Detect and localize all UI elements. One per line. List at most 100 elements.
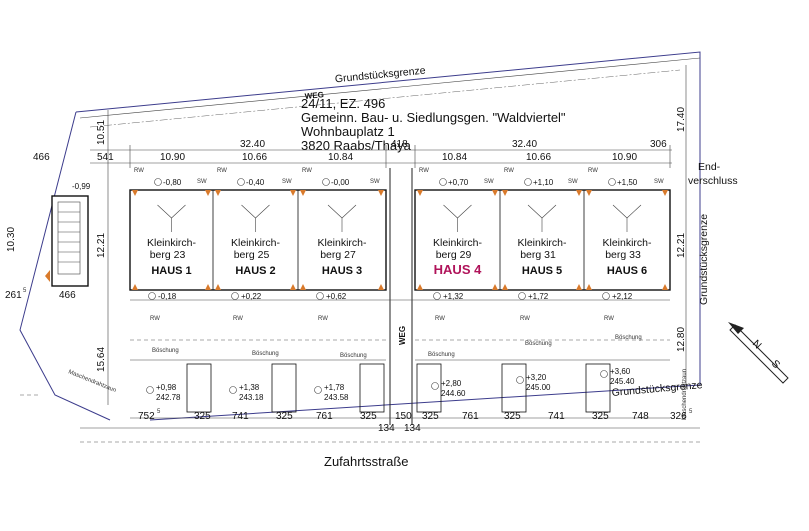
house-street-line1: Kleinkirch-	[602, 237, 652, 249]
utility-tag-sw: SW	[197, 179, 207, 185]
dim-left-outer: 466	[33, 152, 50, 163]
level-mark-icon	[229, 386, 237, 394]
level-garden: +2,80	[441, 379, 462, 388]
property-boundary	[19, 51, 701, 421]
dim-top-left-total: 32.40	[240, 139, 265, 150]
level-bottom: -0,18	[158, 292, 177, 301]
house-name: HAUS 4	[434, 262, 482, 277]
utility-tag-sw: SW	[484, 179, 494, 185]
level-garden-abs: 245.40	[610, 377, 635, 386]
level-top: +1,10	[533, 178, 554, 187]
level-bottom: +1,32	[443, 292, 464, 301]
dim-right-garden-depth: 12.80	[676, 327, 687, 352]
house-layer: Kleinkirch-berg 23 HAUS 1 -0,80 -0,18 +0,98 2…	[132, 168, 668, 413]
house-name: HAUS 3	[322, 265, 362, 277]
corner-marker	[215, 284, 221, 290]
level-bottom: +0,22	[241, 292, 262, 301]
house-street-line1: Kleinkirch-	[147, 237, 197, 249]
dim-width-3: 10.84	[328, 152, 353, 163]
corner-marker	[417, 190, 423, 196]
boundary-label-right: Grundstücksgrenze	[698, 214, 710, 305]
roof-line	[541, 204, 557, 219]
level-garden: +1,78	[324, 383, 345, 392]
dim-bottom-6: 325	[360, 411, 377, 422]
corner-marker	[290, 284, 296, 290]
access-road-label: Zufahrtsstraße	[324, 454, 409, 469]
house-name: HAUS 1	[151, 265, 191, 277]
utility-tag-sw: SW	[654, 179, 664, 185]
dim-left-outer-bottom: 466	[59, 290, 76, 301]
dim-bottom-2: 325	[194, 411, 211, 422]
corner-marker	[662, 190, 668, 196]
utility-tag-sw: SW	[282, 179, 292, 185]
dim-width-1: 10.90	[160, 152, 185, 163]
house-street-line2: berg 31	[520, 249, 556, 261]
level-garden-abs: 243.18	[239, 393, 264, 402]
utility-tag-rw: RW	[435, 316, 445, 322]
access-road: Zufahrtsstraße	[20, 394, 700, 469]
roof-line	[457, 204, 472, 219]
garden-zone: Böschung Böschung Böschung Böschung Bösc…	[130, 299, 670, 361]
level-bottom: +1,72	[528, 292, 549, 301]
plot-info-line4: 3820 Raabs/Thaya	[301, 138, 412, 153]
slope-label-2: Böschung	[252, 351, 279, 357]
utility-tag-rw: RW	[520, 316, 530, 322]
north-arrow-icon: N S	[728, 322, 789, 384]
corner-marker	[300, 284, 306, 290]
level-mark-icon	[237, 178, 245, 186]
house-street-line2: berg 23	[150, 249, 186, 261]
level-top: +1,50	[617, 178, 638, 187]
slope-label-6: Böschung	[615, 335, 642, 341]
corner-marker	[205, 284, 211, 290]
level-mark-icon	[316, 292, 324, 300]
dim-bottom-last-sup: 5	[689, 409, 693, 415]
dim-bottom-11: 741	[548, 411, 565, 422]
level-mark-icon	[439, 178, 447, 186]
slope-label-1: Böschung	[152, 348, 179, 354]
plot-info: 24/11, EZ. 496 Gemeinn. Bau- u. Siedlung…	[301, 96, 566, 153]
level-garden: +1,38	[239, 383, 260, 392]
level-top: -0,00	[331, 178, 350, 187]
level-mark-icon	[516, 376, 524, 384]
house-name: HAUS 5	[522, 265, 562, 277]
dim-bottom-5: 761	[316, 411, 333, 422]
roof-line	[241, 204, 256, 219]
utility-tag-rw: RW	[134, 168, 144, 174]
dim-bottom-center-left: 134	[378, 423, 395, 434]
utility-tag-rw: RW	[604, 316, 614, 322]
level-mark-icon	[431, 382, 439, 390]
carport	[585, 363, 611, 413]
carport	[186, 363, 212, 413]
fence-label-right: Maschendrahtzaun	[682, 369, 688, 420]
level-top: -0,40	[246, 178, 265, 187]
corner-marker	[492, 284, 498, 290]
path-label-middle: WEG	[398, 326, 407, 345]
corner-marker	[378, 190, 384, 196]
slope-label-4: Böschung	[428, 352, 455, 358]
slope-label-3: Böschung	[340, 353, 367, 359]
dim-bottom-center-right: 134	[404, 423, 421, 434]
corner-marker	[215, 190, 221, 196]
dim-gap-center: 418	[391, 139, 408, 150]
roof-line	[443, 204, 458, 219]
house-name: HAUS 2	[235, 265, 275, 277]
utility-tag-rw: RW	[302, 168, 312, 174]
dim-right-offset: 306	[650, 139, 667, 150]
corner-marker	[492, 190, 498, 196]
level-mark-icon	[146, 386, 154, 394]
level-garden-abs: 244.60	[441, 389, 466, 398]
corner-marker	[576, 190, 582, 196]
level-garden: +0,98	[156, 383, 177, 392]
house-street-line2: berg 27	[320, 249, 356, 261]
path-label-top: WEG	[304, 90, 324, 101]
level-top: -0,80	[163, 178, 182, 187]
houses-right-block	[414, 189, 671, 291]
end-closure-label-2: verschluss	[688, 175, 738, 187]
dim-left-corner: 261	[5, 290, 22, 301]
left-dimensions: 10.51 12.21 15.64 466 466 10.30 261 5 -0…	[5, 110, 109, 405]
utility-tag-sw: SW	[568, 179, 578, 185]
